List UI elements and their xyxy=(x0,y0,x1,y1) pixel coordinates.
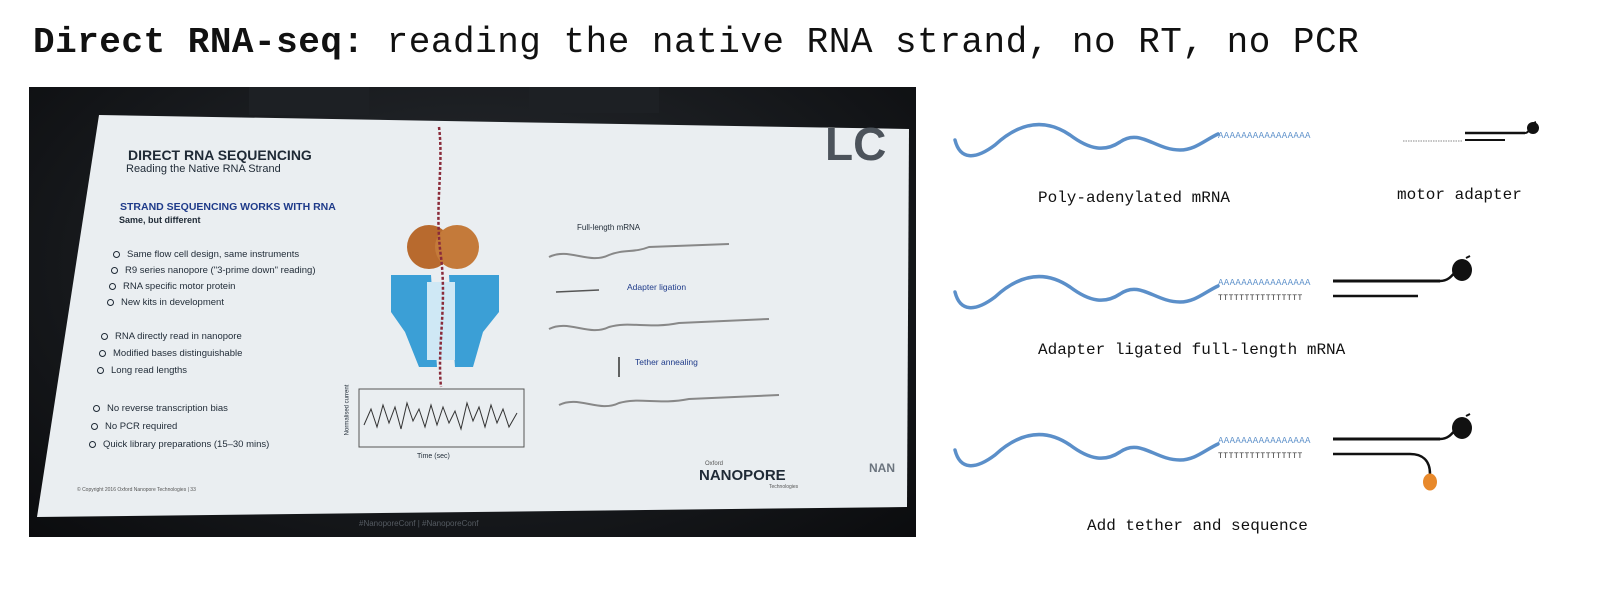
bullet-marker-icon xyxy=(91,422,98,430)
title-bold: Direct RNA-seq: xyxy=(33,22,365,63)
slide-label-tether-annealing: Tether annealing xyxy=(635,357,698,367)
slide-mrna-line xyxy=(548,243,730,260)
tether-cholesterol-icon xyxy=(1423,473,1437,491)
bottom-hashtags: #NanoporeConf | #NanoporeConf xyxy=(359,519,479,528)
slide-label-adapter-ligation: Adapter ligation xyxy=(627,282,687,292)
bullet-9: No PCR required xyxy=(91,421,177,432)
mrna-strand-1 xyxy=(953,122,1220,158)
background-right-text: NAN xyxy=(869,461,895,475)
signal-trace xyxy=(363,401,518,431)
tethered-adapter-icon xyxy=(1333,413,1472,475)
caption-polyadenylated: Poly-adenylated mRNA xyxy=(1038,189,1230,207)
slide-ligated-line xyxy=(548,318,770,332)
slide-section-heading: STRAND SEQUENCING WORKS WITH RNA xyxy=(120,201,336,213)
nanopore-logo: NANOPORE xyxy=(699,467,786,484)
page-title: Direct RNA-seq: reading the native RNA s… xyxy=(33,22,1359,63)
bullet-2: R9 series nanopore ("3-prime down" readi… xyxy=(111,265,316,276)
caption-motor-adapter: motor adapter xyxy=(1397,186,1522,204)
plot-xlabel: Time (sec) xyxy=(417,453,450,460)
bullet-marker-icon xyxy=(99,349,106,357)
slide-copyright: © Copyright 2016 Oxford Nanopore Technol… xyxy=(77,487,196,493)
bullet-5: RNA directly read in nanopore xyxy=(101,331,242,342)
bullet-marker-icon xyxy=(111,266,118,274)
bullet-marker-icon xyxy=(109,282,116,290)
slide-title: DIRECT RNA SEQUENCING xyxy=(128,147,312,163)
slide-photo: DIRECT RNA SEQUENCING Reading the Native… xyxy=(29,87,916,537)
bullet-marker-icon xyxy=(113,250,120,258)
background-logo: LC xyxy=(825,118,887,170)
bullet-marker-icon xyxy=(101,332,108,340)
polyt-strand-3: TTTTTTTTTTTTTTTT xyxy=(1218,452,1303,461)
ligated-adapter-icon xyxy=(1333,255,1472,298)
caption-tether: Add tether and sequence xyxy=(1087,517,1308,535)
stage-light-2 xyxy=(529,87,659,113)
slide-tethered-line xyxy=(558,394,780,408)
bullet-marker-icon xyxy=(93,404,100,412)
nanopore-icon xyxy=(391,225,499,367)
slide-label-full-length: Full-length mRNA xyxy=(577,223,641,232)
rna-strand-through-pore xyxy=(437,126,445,388)
motor-adapter-icon xyxy=(1403,121,1539,142)
title-rest: reading the native RNA strand, no RT, no… xyxy=(386,22,1360,63)
signal-plot-frame xyxy=(358,388,525,448)
bullet-6: Modified bases distinguishable xyxy=(99,348,242,359)
bullet-10: Quick library preparations (15–30 mins) xyxy=(89,439,269,450)
bullet-4: New kits in development xyxy=(107,297,224,308)
logo-small-text: Oxford xyxy=(705,461,724,467)
bullet-marker-icon xyxy=(89,440,96,448)
bullet-3: RNA specific motor protein xyxy=(109,281,235,292)
logo-sub-text: Technologies xyxy=(769,484,799,490)
stage-light xyxy=(249,87,369,115)
slide-adapter-line xyxy=(555,289,600,293)
slide-photo-scene xyxy=(37,87,909,517)
caption-adapter-ligated: Adapter ligated full-length mRNA xyxy=(1038,341,1346,359)
bullet-1: Same flow cell design, same instruments xyxy=(113,249,299,260)
bullet-marker-icon xyxy=(97,366,104,374)
polya-tail-1: AAAAAAAAAAAAAAAA xyxy=(1218,131,1311,141)
slide-subtitle: Reading the Native RNA Strand xyxy=(126,163,281,175)
polya-tail-2: AAAAAAAAAAAAAAAA xyxy=(1218,278,1311,288)
polya-tail-3: AAAAAAAAAAAAAAAA xyxy=(1218,436,1311,446)
mrna-strand-3 xyxy=(953,432,1220,468)
slide-section-sub: Same, but different xyxy=(119,215,201,225)
bullet-marker-icon xyxy=(107,298,114,306)
bullet-8: No reverse transcription bias xyxy=(93,403,228,414)
bullet-7: Long read lengths xyxy=(97,365,187,376)
polyt-strand-2: TTTTTTTTTTTTTTTT xyxy=(1218,294,1303,303)
mrna-strand-2 xyxy=(953,274,1220,310)
